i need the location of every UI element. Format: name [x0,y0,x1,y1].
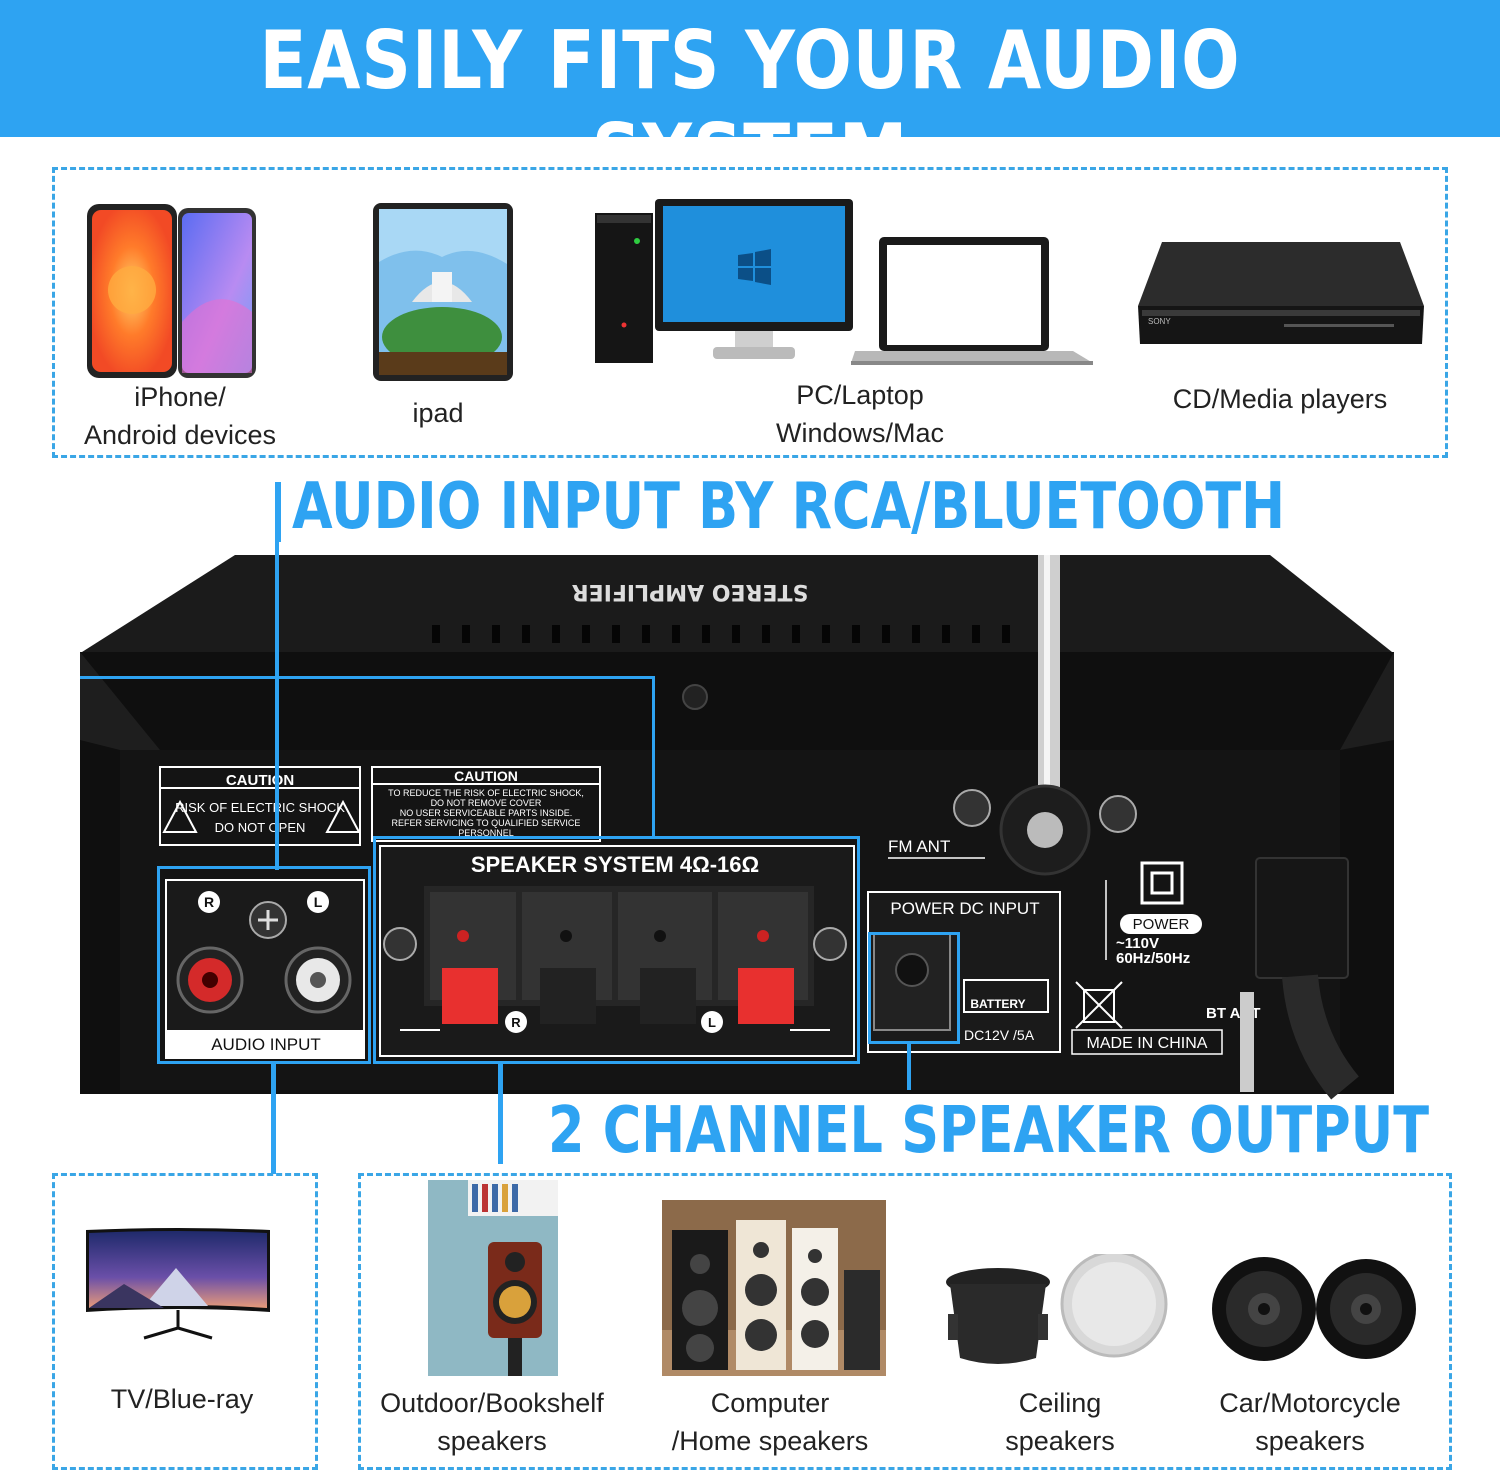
svg-text:PERSONNEL: PERSONNEL [458,828,514,838]
svg-text:R: R [511,1015,521,1030]
connector-line-input [275,540,279,870]
output-label-tv: TV/Blue-ray [110,1384,254,1414]
amplifier-rear-panel: STEREO AMPLIFIER CAUTION RISK OF ELECTRI… [80,555,1394,1100]
banner-title: EASILY FITS YOUR AUDIO SYSTEM [259,14,1241,200]
bookshelf-speaker-icon [428,1180,558,1376]
svg-text:POWER: POWER [1133,916,1190,933]
svg-text:NO USER SERVICEABLE PARTS INSI: NO USER SERVICEABLE PARTS INSIDE. [400,808,573,818]
svg-text:TO REDUCE THE RISK OF ELECTRIC: TO REDUCE THE RISK OF ELECTRIC SHOCK, [388,788,584,798]
media-player-icon: SONY [1138,242,1424,344]
source-label-ipad: ipad [412,398,464,428]
svg-text:L: L [314,894,323,910]
tablet-icon [373,203,513,381]
amp-top-text: STEREO AMPLIFIER [572,579,809,604]
tv-icon [86,1228,270,1340]
source-label-pc: PC/Laptop Windows/Mac [775,380,945,448]
connector-line-top [80,676,654,679]
connector-line-right [652,676,655,838]
svg-text:CAUTION: CAUTION [226,772,294,789]
connector-line-speaker-down [498,1064,503,1164]
svg-text:FM ANT: FM ANT [888,837,950,856]
ceiling-speakers-icon [946,1254,1168,1364]
output-label-car: Car/Motorcycle speakers [1219,1388,1401,1456]
computer-icon [595,199,1093,365]
connector-line-input-down [271,1064,276,1174]
source-label-cd: CD/Media players [1172,384,1388,414]
svg-text:60Hz/50Hz: 60Hz/50Hz [1116,950,1190,967]
svg-text:POWER DC INPUT: POWER DC INPUT [890,899,1039,918]
svg-text:CAUTION: CAUTION [454,768,518,784]
output-label-ceiling: Ceiling speakers [1005,1388,1115,1456]
source-label-phones: iPhone/ Android devices [83,382,277,450]
top-banner: EASILY FITS YOUR AUDIO SYSTEM [0,0,1500,200]
svg-text:R: R [204,894,214,910]
speaker-output-highlight [373,836,860,1064]
svg-text:~110V: ~110V [1116,935,1159,952]
power-input-highlight [868,932,960,1044]
svg-text:L: L [708,1015,716,1030]
output-label-bookshelf: Outdoor/Bookshelf speakers [380,1388,604,1456]
car-speakers-icon [1212,1257,1416,1361]
input-heading: AUDIO INPUT BY RCA/BLUETOOTH [292,470,1286,544]
input-heading-bar [275,482,281,542]
svg-text:DC12V /5A: DC12V /5A [964,1027,1035,1043]
audio-input-highlight [157,866,371,1064]
connector-line-power-down [907,1044,911,1090]
sources-box [52,167,1448,458]
tv-box [52,1173,318,1470]
svg-text:RISK OF ELECTRIC SHOCK: RISK OF ELECTRIC SHOCK [175,800,345,815]
svg-text:DO NOT OPEN: DO NOT OPEN [215,820,306,835]
home-speakers-icon [662,1200,886,1376]
output-heading: 2 CHANNEL SPEAKER OUTPUT [548,1094,1430,1168]
svg-text:DO NOT REMOVE COVER: DO NOT REMOVE COVER [431,798,542,808]
svg-text:REFER SERVICING TO QUALIFIED S: REFER SERVICING TO QUALIFIED SERVICE [392,818,581,828]
svg-text:BATTERY: BATTERY [970,997,1025,1011]
svg-text:MADE IN CHINA: MADE IN CHINA [1087,1035,1208,1052]
phones-icon [87,204,256,378]
speakers-box [358,1173,1452,1470]
svg-text:SONY: SONY [1148,317,1171,326]
svg-text:SPEAKER SYSTEM 4Ω-16Ω: SPEAKER SYSTEM 4Ω-16Ω [471,852,759,877]
output-label-home: Computer /Home speakers [671,1388,869,1456]
svg-text:AUDIO INPUT: AUDIO INPUT [211,1035,321,1054]
